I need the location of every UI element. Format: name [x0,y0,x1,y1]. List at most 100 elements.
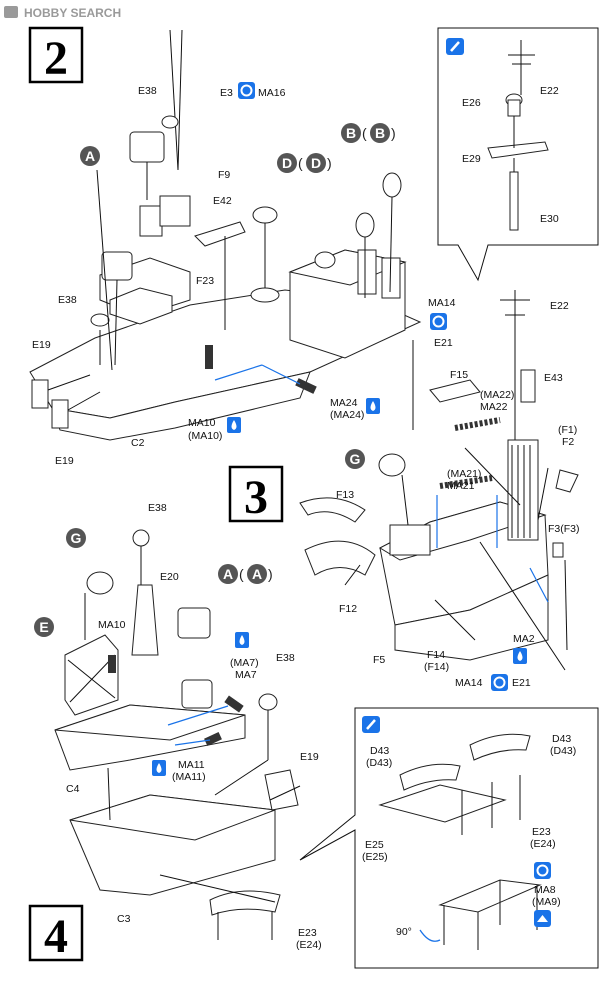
turret-d [252,206,278,224]
icon-ma14-decal-bottom [491,674,508,691]
label-e21a: E21 [434,337,453,349]
inset-boat-rack: D43 (D43) D43 (D43) E25 (E25) E23 (E24) … [299,707,599,969]
decal-ma24 [295,378,317,394]
svg-text:A: A [223,566,233,582]
icon-water-drop-ma10 [227,417,241,433]
label-ma24: MA24 [330,397,358,409]
step-2-assembly [29,29,422,441]
part-e29 [487,141,549,159]
label-e24b: (E24) [530,838,556,850]
step-3-number: 3 [244,471,268,524]
label-f5: F5 [373,654,385,666]
part-e30 [509,171,519,231]
part-e38-4 [132,529,150,547]
bridge-cabin [389,524,431,556]
step-4-assembly [54,529,301,940]
label-c2: C2 [131,437,145,449]
label-ma8: MA8 [534,884,556,896]
searchlight-g-4 [86,571,114,595]
director-b-left [355,212,375,238]
step-4-number: 4 [44,910,68,963]
label-e19b: E19 [55,455,74,467]
label-ma22-paren: (MA22) [480,389,514,401]
label-ma2: MA2 [513,633,535,645]
boat-d43-left [399,763,461,791]
label-f13: F13 [336,489,354,501]
icon-fold-up [534,910,551,927]
label-e42: E42 [213,195,232,207]
label-e3: E3 [220,87,233,99]
label-e43: E43 [544,372,563,384]
label-ma22: MA22 [480,401,508,413]
door-e19-a [31,379,49,409]
label-ma21-paren: (MA21) [447,468,481,480]
director-a-lower [101,251,133,281]
label-f23: F23 [196,275,214,287]
part-e38 [161,115,179,129]
svg-text:B: B [346,125,356,141]
mast-base [507,439,539,541]
step-3-labels: E22 MA14 E21 F15 (MA22) MA22 E43 (F1) F2… [336,297,580,689]
label-ma11: MA11 [178,759,205,771]
label-e38b: E38 [58,294,77,306]
label-d43a-paren: (D43) [366,757,392,769]
door-e19-b [51,399,69,429]
label-f14-paren: (F14) [424,661,449,673]
step-4-box: 4 [28,904,84,963]
label-e22b: E22 [550,300,569,312]
label-e25: E25 [365,839,384,851]
part-e42 [194,221,246,247]
label-e21b: E21 [512,677,531,689]
svg-text:D: D [311,155,321,171]
label-e23b: E23 [532,826,551,838]
label-f9: F9 [218,169,230,181]
svg-text:): ) [391,125,396,141]
callout-e-step4: E [34,617,54,637]
part-f9-b [159,195,191,227]
decal-ma22 [454,417,501,431]
watermark: HOBBY SEARCH [4,6,121,20]
label-e22a: E22 [540,85,559,97]
step-4-labels: E38 E20 MA10 (MA7) MA7 E38 MA11 (MA11) E… [66,502,322,951]
searchlight-g [378,453,406,477]
label-ma10b: MA10 [98,619,126,631]
label-ma14a: MA14 [428,297,456,309]
turret-d-right [314,251,336,269]
hull-c3-top [69,794,276,841]
door-e19-c [264,769,299,811]
label-e38a: E38 [138,85,157,97]
hull-c4-top [54,704,246,741]
label-f14: F14 [427,649,445,661]
label-e19c: E19 [300,751,319,763]
label-ma24-paren: (MA24) [330,409,364,421]
icon-ma8-decal [534,862,551,879]
director-a-top [129,131,165,163]
icon-water-drop-ma2 [513,648,527,664]
svg-text:(: ( [362,125,367,141]
label-c4: C4 [66,783,80,795]
part-e43 [520,369,536,403]
label-ma10a-paren: (MA10) [188,430,222,442]
deck-side [51,371,311,441]
icon-water-drop-ma11 [152,760,166,776]
part-e38-left [90,313,110,327]
platform-f13 [299,497,366,523]
block-f23-lower [109,287,173,325]
decal-ma21 [439,475,493,489]
label-ma21: MA21 [447,480,475,492]
director-a-4-top [177,607,211,639]
svg-text:G: G [350,451,361,467]
rack-e25 [378,784,507,823]
svg-text:(: ( [239,566,244,582]
label-ma7-paren: (MA7) [230,657,259,669]
label-ma16: MA16 [258,87,286,99]
label-f3: F3(F3) [548,523,580,535]
watermark-text: HOBBY SEARCH [24,6,121,20]
label-e38d: E38 [276,652,295,664]
label-f1-paren: (F1) [558,424,577,436]
svg-text:B: B [375,125,385,141]
turret-d-base [250,287,280,303]
label-d43b-paren: (D43) [550,745,576,757]
svg-text:(: ( [298,155,303,171]
